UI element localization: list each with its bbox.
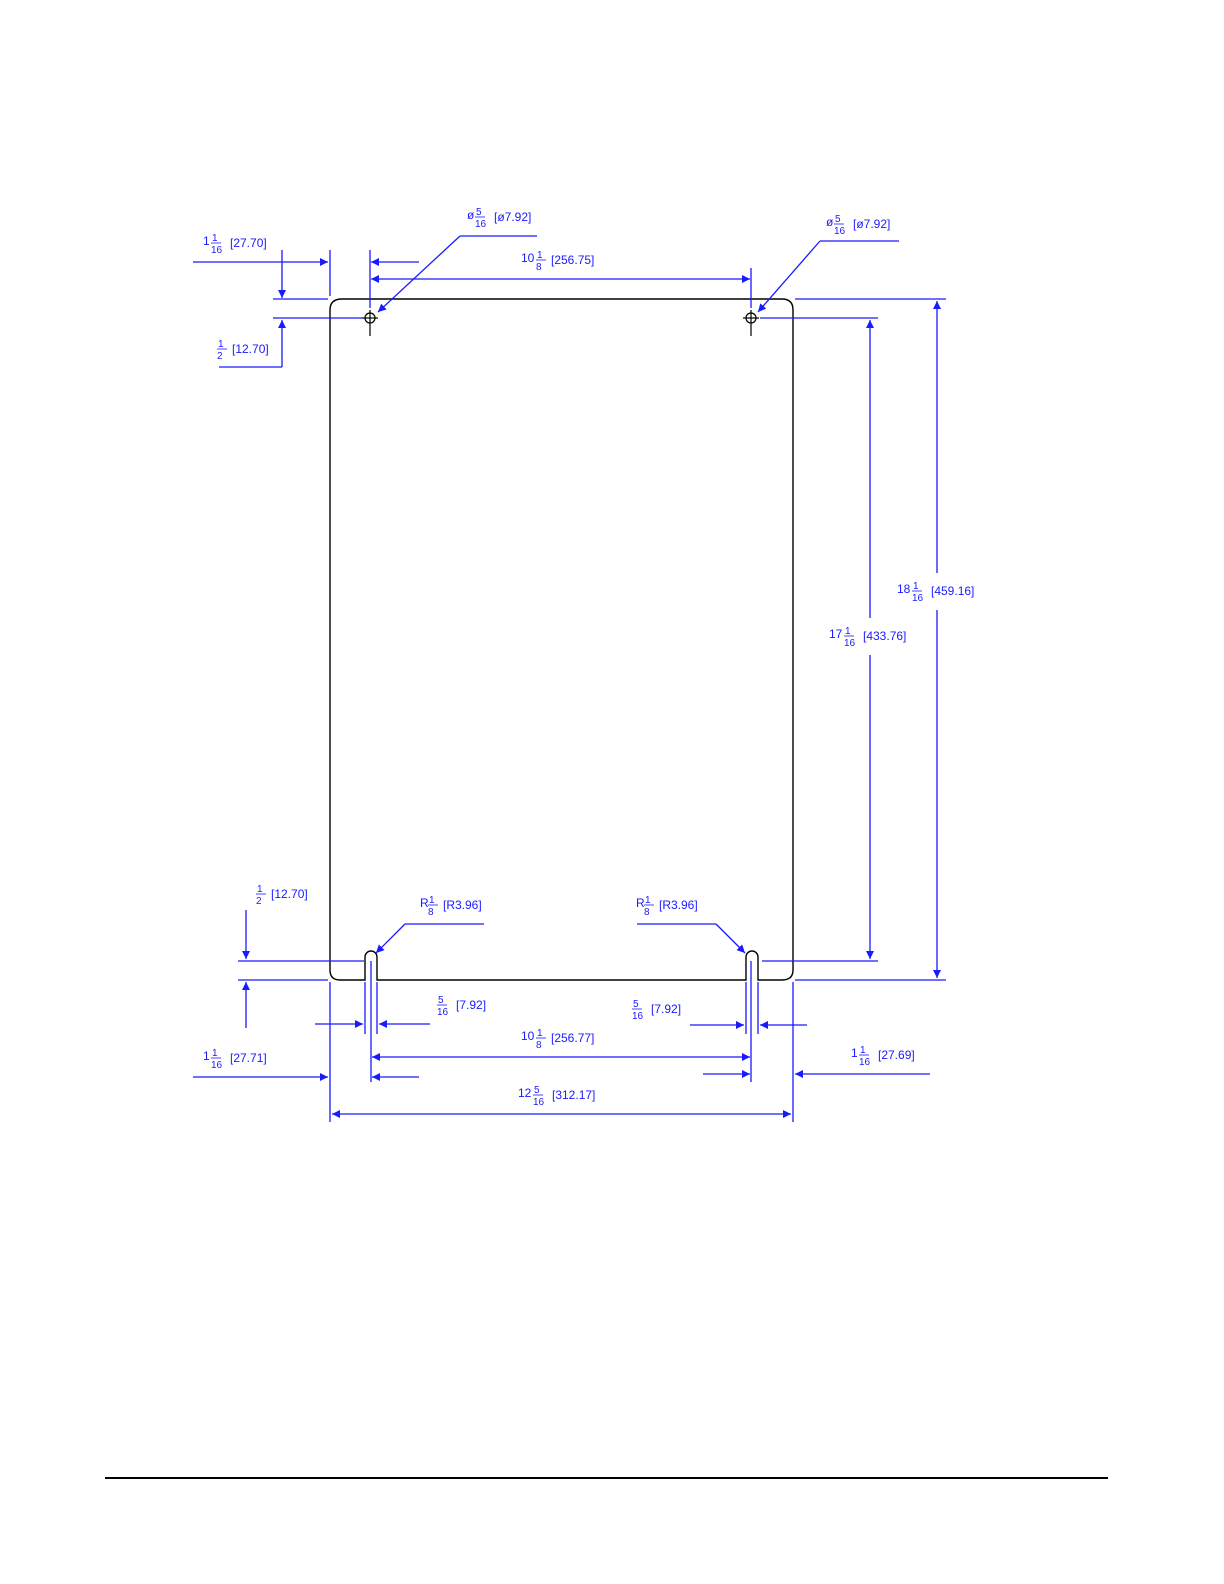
dim-label-top-left-y: 12 [12.70] — [217, 339, 269, 362]
dim-whole: ø — [467, 208, 475, 222]
dim-metric: [459.16] — [931, 584, 974, 598]
dim-whole: 18 — [897, 582, 911, 596]
dim-metric: [12.70] — [232, 342, 269, 356]
mounting-hole-left — [362, 310, 378, 336]
dim-numerator: 1 — [913, 581, 919, 592]
dim-metric: [256.77] — [551, 1031, 594, 1045]
dim-numerator: 1 — [645, 895, 651, 906]
dim-numerator: 1 — [212, 233, 218, 244]
dim-numerator: 1 — [537, 1028, 543, 1039]
dim-numerator: 1 — [429, 895, 435, 906]
dim-metric: [27.70] — [230, 236, 267, 250]
dim-denominator: 8 — [428, 907, 434, 918]
dim-whole: 12 — [518, 1086, 532, 1100]
dim-metric: [ø7.92] — [853, 217, 890, 231]
dim-whole: 1 — [203, 234, 210, 248]
dim-denominator: 16 — [859, 1057, 871, 1068]
panel-outline — [330, 299, 793, 980]
dim-numerator: 5 — [476, 207, 482, 218]
dim-metric: [7.92] — [456, 998, 486, 1012]
dim-numerator: 5 — [438, 995, 444, 1006]
dim-denominator: 8 — [536, 1040, 542, 1051]
dim-denominator: 16 — [912, 593, 924, 604]
dim-label-slot-width-left: 516 [7.92] — [437, 995, 486, 1018]
dim-metric: [256.75] — [551, 253, 594, 267]
dim-numerator: 5 — [534, 1085, 540, 1096]
dim-whole: 17 — [829, 627, 843, 641]
dim-denominator: 16 — [437, 1007, 449, 1018]
dim-whole: 1 — [203, 1049, 210, 1063]
dim-whole: 1 — [851, 1046, 858, 1060]
footer-rule — [105, 1477, 1108, 1479]
dim-denominator: 8 — [536, 262, 542, 273]
dim-denominator: 2 — [256, 896, 262, 907]
dim-label-bottom-slot-y: 12 [12.70] — [256, 884, 308, 907]
dim-metric: [312.17] — [552, 1088, 595, 1102]
dim-numerator: 5 — [835, 214, 841, 225]
dim-label-slot-width-right: 516 [7.92] — [632, 999, 681, 1022]
dim-whole: ø — [826, 215, 834, 229]
dim-numerator: 5 — [633, 999, 639, 1010]
dim-numerator: 1 — [860, 1045, 866, 1056]
dim-metric: [ø7.92] — [494, 210, 531, 224]
dim-numerator: 1 — [218, 339, 224, 350]
dim-denominator: 16 — [211, 1060, 223, 1071]
dim-denominator: 8 — [644, 907, 650, 918]
dim-numerator: 1 — [257, 884, 263, 895]
dim-denominator: 16 — [211, 245, 223, 256]
dim-metric: [433.76] — [863, 629, 906, 643]
dim-denominator: 2 — [217, 351, 223, 362]
dimension-lines — [193, 236, 946, 1122]
dim-metric: [12.70] — [271, 887, 308, 901]
dim-denominator: 16 — [475, 219, 487, 230]
dim-denominator: 16 — [844, 638, 856, 649]
dim-numerator: 1 — [212, 1048, 218, 1059]
mounting-hole-right — [743, 310, 759, 336]
dim-numerator: 1 — [845, 626, 851, 637]
dim-denominator: 16 — [834, 226, 846, 237]
dim-numerator: 1 — [537, 250, 543, 261]
dim-whole: 10 — [521, 1029, 535, 1043]
dim-denominator: 16 — [632, 1011, 644, 1022]
dim-metric: [R3.96] — [659, 898, 698, 912]
dim-metric: [R3.96] — [443, 898, 482, 912]
dim-metric: [27.71] — [230, 1051, 267, 1065]
dim-metric: [7.92] — [651, 1002, 681, 1016]
dim-whole: 10 — [521, 251, 535, 265]
dim-metric: [27.69] — [878, 1048, 915, 1062]
dim-denominator: 16 — [533, 1097, 545, 1108]
